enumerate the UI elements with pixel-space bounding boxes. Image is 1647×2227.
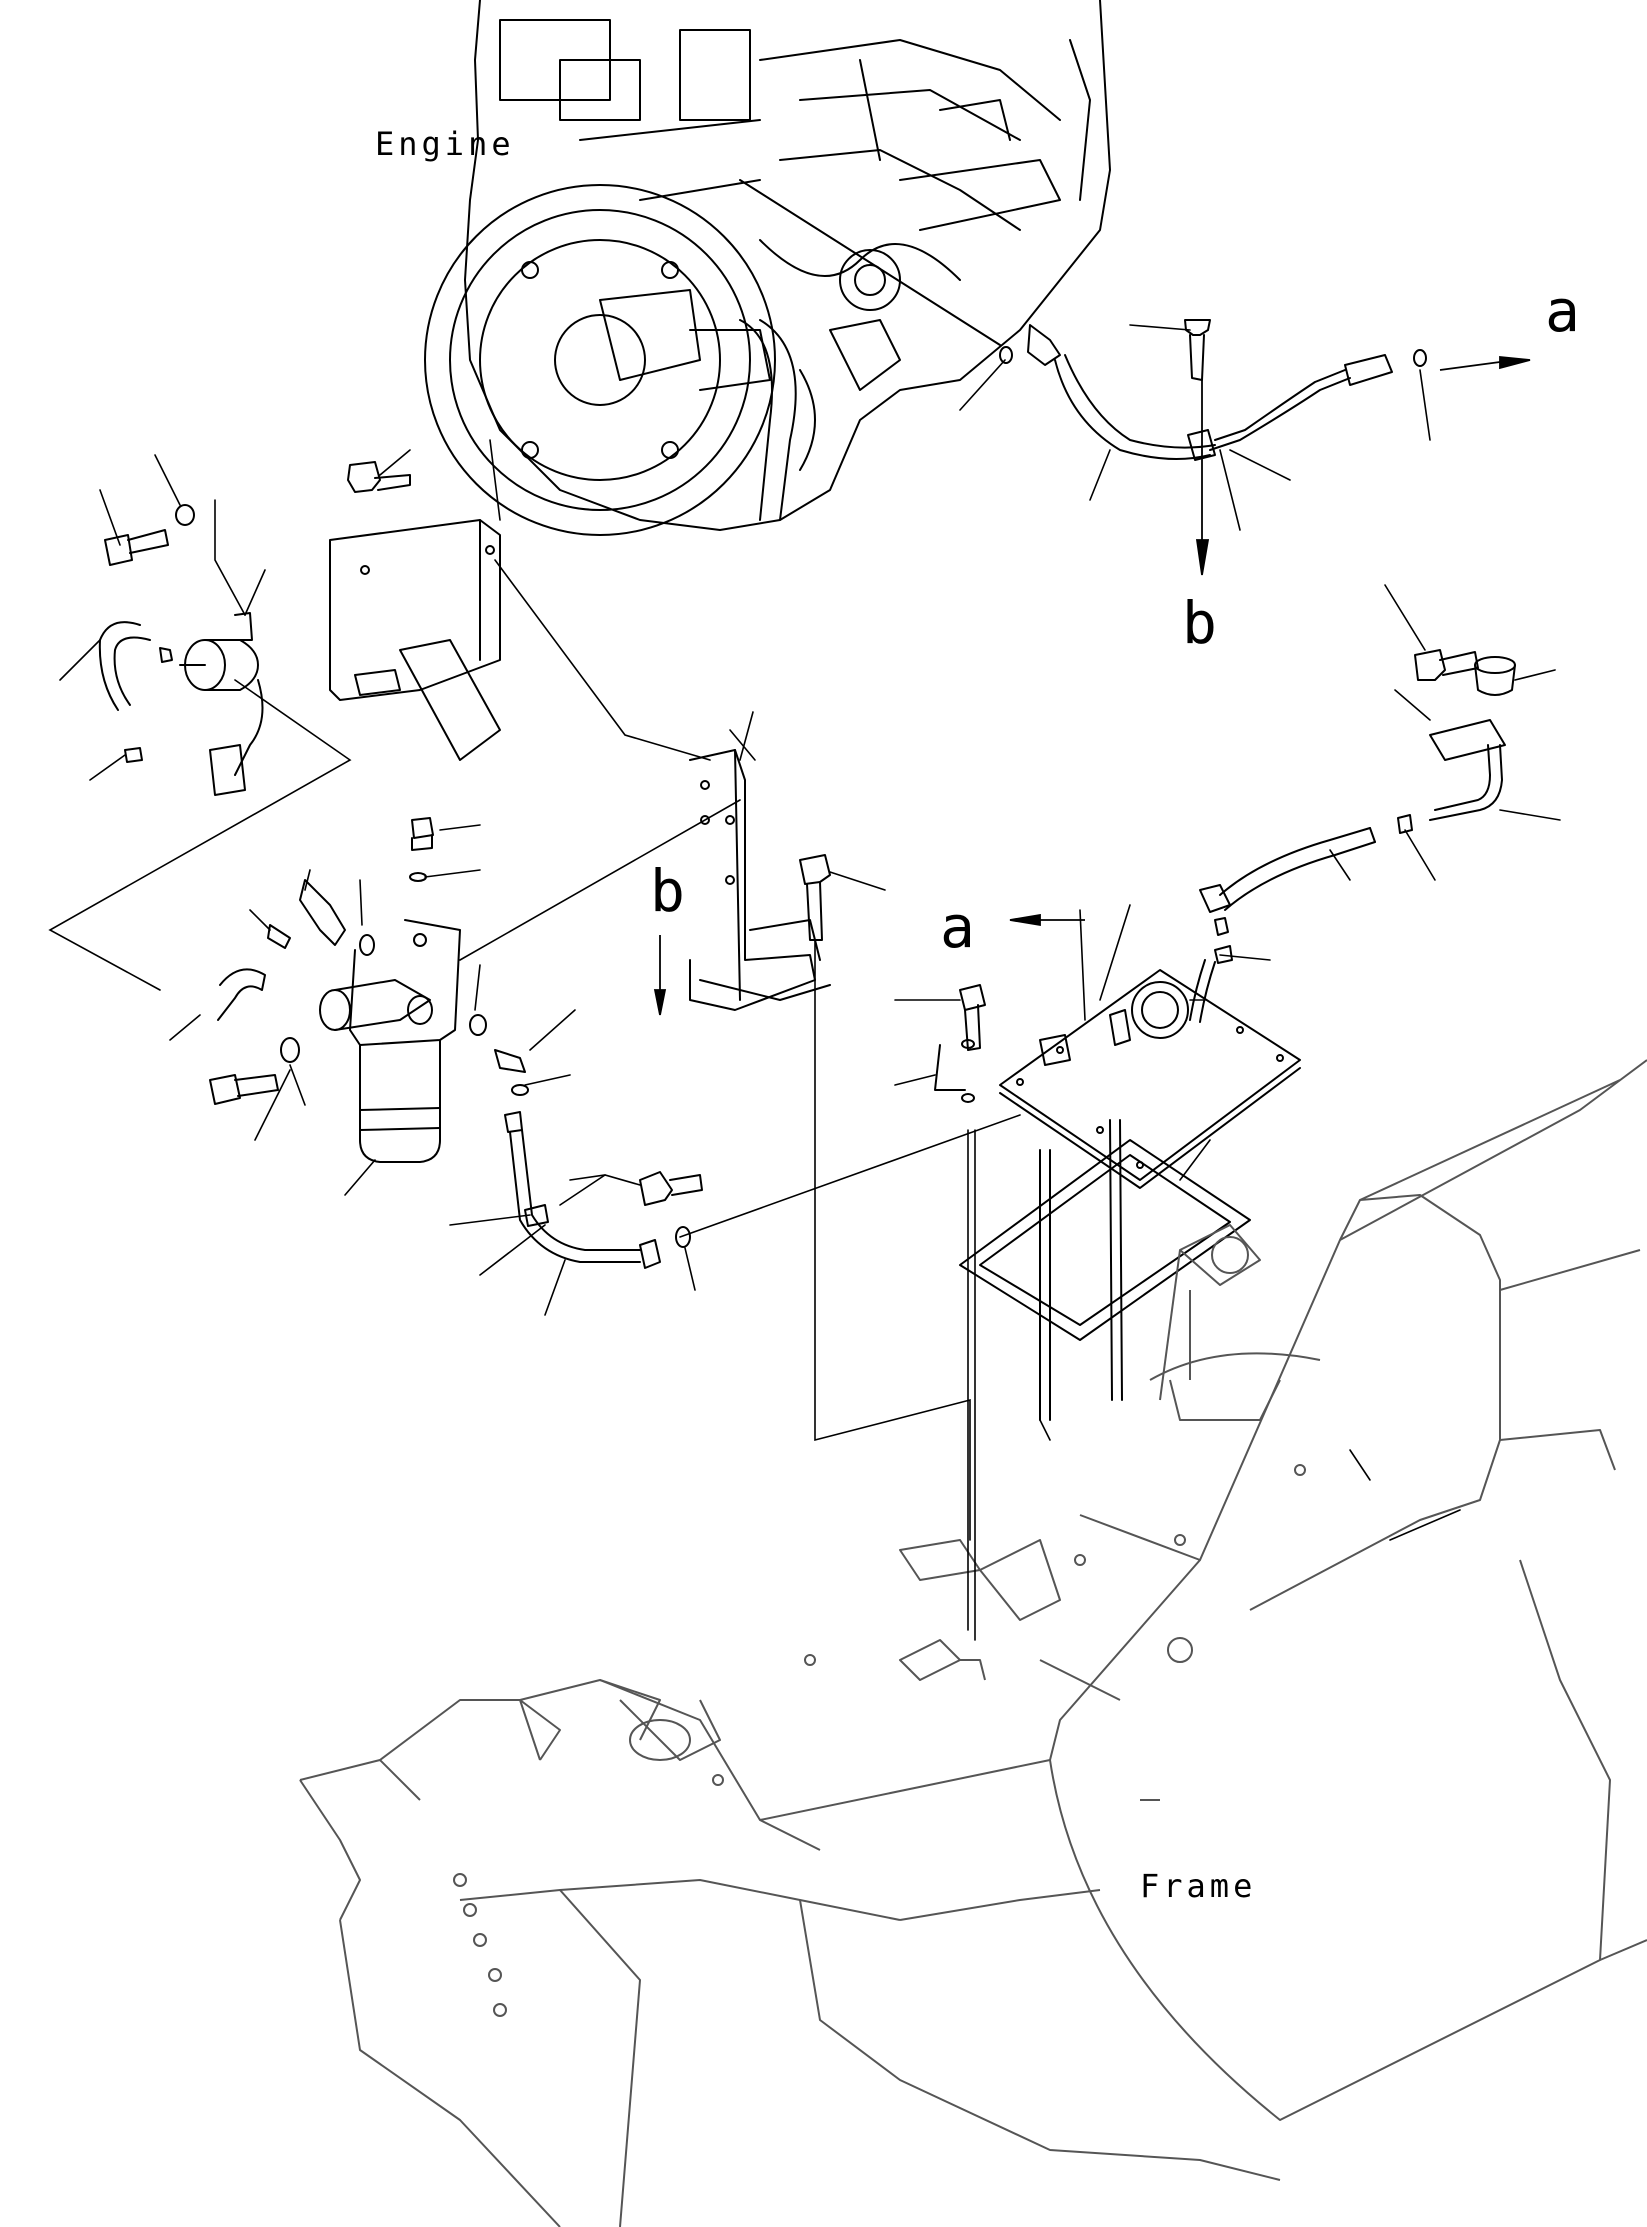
reference-b-mid: b (650, 857, 685, 925)
return-hose-right (1199, 827, 1376, 936)
return-pipe-right (1397, 719, 1506, 834)
filter-elbow-right (469, 1014, 529, 1096)
cap-right (1474, 656, 1516, 696)
pump-hose-left (98, 621, 173, 763)
bolt-bracket-top (347, 461, 411, 493)
engine-fuel-hose (739, 179, 1427, 461)
reference-arrows (653, 356, 1531, 1016)
filter-bolt-lower (209, 1037, 300, 1105)
engine-assembly (424, 0, 1111, 536)
sender-tubes (1039, 1119, 1123, 1421)
sender-gasket (959, 1139, 1251, 1341)
bolt-pump (104, 504, 195, 566)
fuel-sender-plate (999, 959, 1301, 1189)
bolt-top-hose (1184, 319, 1211, 381)
reference-a-mid: a (940, 893, 975, 961)
bolt-center-bracket (799, 854, 831, 941)
frame-label: Frame (1140, 1867, 1257, 1905)
bracket-left (329, 519, 501, 761)
sender-screws (934, 984, 986, 1103)
reference-a-top: a (1545, 277, 1580, 345)
engine-label: Engine (375, 125, 515, 163)
fuel-filter (319, 919, 461, 1163)
clamp-right (1214, 945, 1233, 964)
bracket-center (689, 749, 831, 1011)
filter-plug (409, 817, 434, 882)
filter-elbow-left (217, 879, 375, 1021)
callout-leaders (48, 179, 1561, 1641)
machine-frame (299, 1059, 1647, 2227)
fuel-pump (179, 612, 264, 796)
bolt-right (1414, 649, 1479, 681)
filter-hose (504, 1111, 691, 1269)
reference-b-top: b (1182, 589, 1217, 657)
bolt-hose-clamp (639, 1171, 703, 1206)
